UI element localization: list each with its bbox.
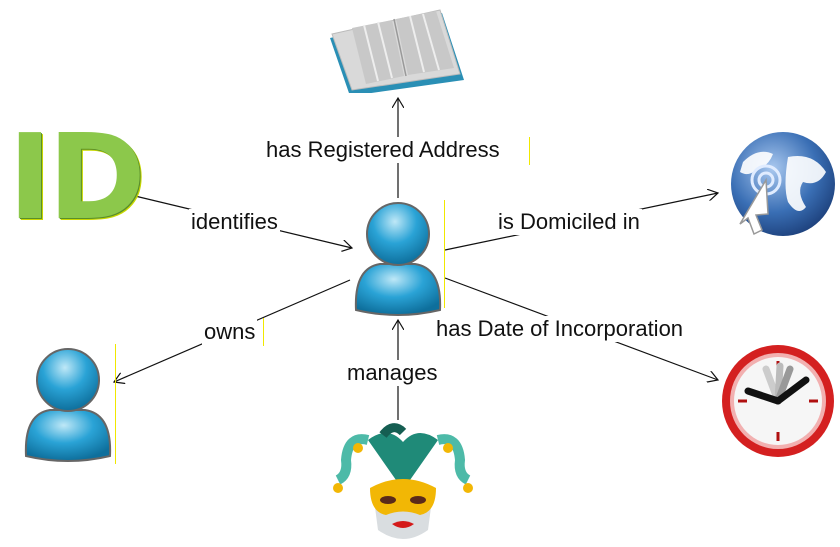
edge-label-has-date-of-incorporation: has Date of Incorporation <box>434 316 686 342</box>
edge-label-is-domiciled-in: is Domiciled in <box>496 209 642 235</box>
clock-icon <box>722 345 834 457</box>
book-node[interactable] <box>322 8 472 96</box>
central-person-node[interactable] <box>350 198 445 323</box>
clock-node[interactable] <box>718 344 838 464</box>
globe-node[interactable] <box>718 132 838 247</box>
edge-label-owns: owns <box>202 319 258 345</box>
globe-cursor-icon <box>731 132 835 236</box>
edge-label-identifies: identifies <box>189 209 280 235</box>
edge-label-manages: manages <box>345 360 440 386</box>
text-cursor <box>529 137 530 165</box>
person-icon <box>24 348 112 462</box>
id-node[interactable]: ID <box>8 108 146 246</box>
text-cursor <box>444 200 445 308</box>
edge-label-has-registered-address: has Registered Address <box>264 137 502 163</box>
person-icon <box>354 202 442 316</box>
text-cursor <box>263 318 264 346</box>
jester-node[interactable] <box>328 420 478 547</box>
jester-mask-icon <box>333 423 473 539</box>
text-cursor <box>115 344 116 464</box>
book-icon <box>330 9 464 96</box>
owner-person-node[interactable] <box>22 344 117 469</box>
